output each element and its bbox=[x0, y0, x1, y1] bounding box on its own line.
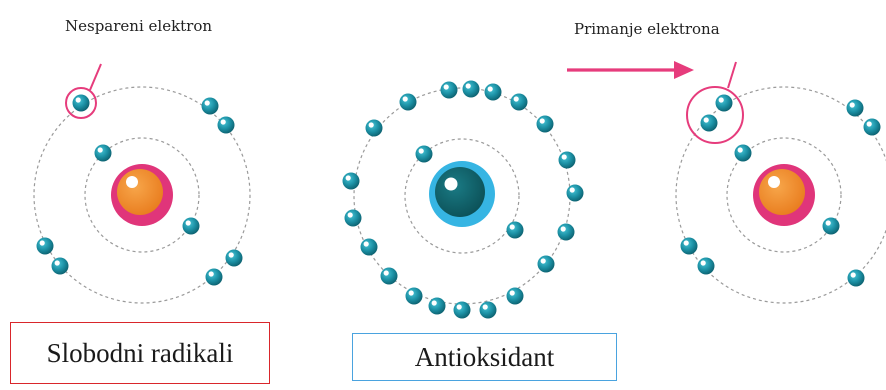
electron bbox=[463, 81, 480, 98]
antioxidant-atom bbox=[343, 81, 584, 319]
electron bbox=[218, 117, 235, 134]
electron bbox=[848, 270, 865, 287]
highlight-circle bbox=[687, 87, 743, 143]
stabilized-radical-atom bbox=[676, 62, 886, 303]
free-radicals-label: Slobodni radikali bbox=[10, 322, 270, 384]
nucleus bbox=[429, 161, 495, 227]
pointer-line bbox=[728, 62, 736, 88]
electron bbox=[406, 288, 423, 305]
electron bbox=[567, 185, 584, 202]
electron bbox=[507, 222, 524, 239]
antioxidant-label: Antioksidant bbox=[352, 333, 617, 381]
electron bbox=[538, 256, 555, 273]
electron bbox=[73, 95, 90, 112]
electron bbox=[559, 152, 576, 169]
electron-pair-highlight bbox=[687, 62, 743, 143]
electron bbox=[480, 302, 497, 319]
electron bbox=[361, 239, 378, 256]
electron bbox=[52, 258, 69, 275]
electron bbox=[558, 224, 575, 241]
electron bbox=[183, 218, 200, 235]
electron bbox=[698, 258, 715, 275]
electron bbox=[95, 145, 112, 162]
electron bbox=[400, 94, 417, 111]
electron bbox=[847, 100, 864, 117]
electron bbox=[206, 269, 223, 286]
pointer-line bbox=[90, 64, 101, 90]
free-radical-atom bbox=[34, 64, 250, 303]
electron-transfer-arrow bbox=[567, 61, 694, 79]
electron bbox=[366, 120, 383, 137]
electron bbox=[823, 218, 840, 235]
electron bbox=[454, 302, 471, 319]
electron bbox=[37, 238, 54, 255]
electron-acceptance-caption: Primanje elektrona bbox=[574, 20, 720, 38]
electron bbox=[537, 116, 554, 133]
electron bbox=[429, 298, 446, 315]
electron bbox=[381, 268, 398, 285]
electron bbox=[485, 84, 502, 101]
nucleus bbox=[753, 164, 815, 226]
electron bbox=[681, 238, 698, 255]
electron bbox=[345, 210, 362, 227]
electron bbox=[735, 145, 752, 162]
electron bbox=[701, 115, 718, 132]
electron bbox=[416, 146, 433, 163]
electron bbox=[226, 250, 243, 267]
electron bbox=[202, 98, 219, 115]
electron bbox=[507, 288, 524, 305]
electron bbox=[716, 95, 733, 112]
electron bbox=[343, 173, 360, 190]
unpaired-electron-caption: Nespareni elektron bbox=[65, 17, 212, 35]
electron bbox=[511, 94, 528, 111]
electron bbox=[864, 119, 881, 136]
nucleus bbox=[111, 164, 173, 226]
electron bbox=[441, 82, 458, 99]
